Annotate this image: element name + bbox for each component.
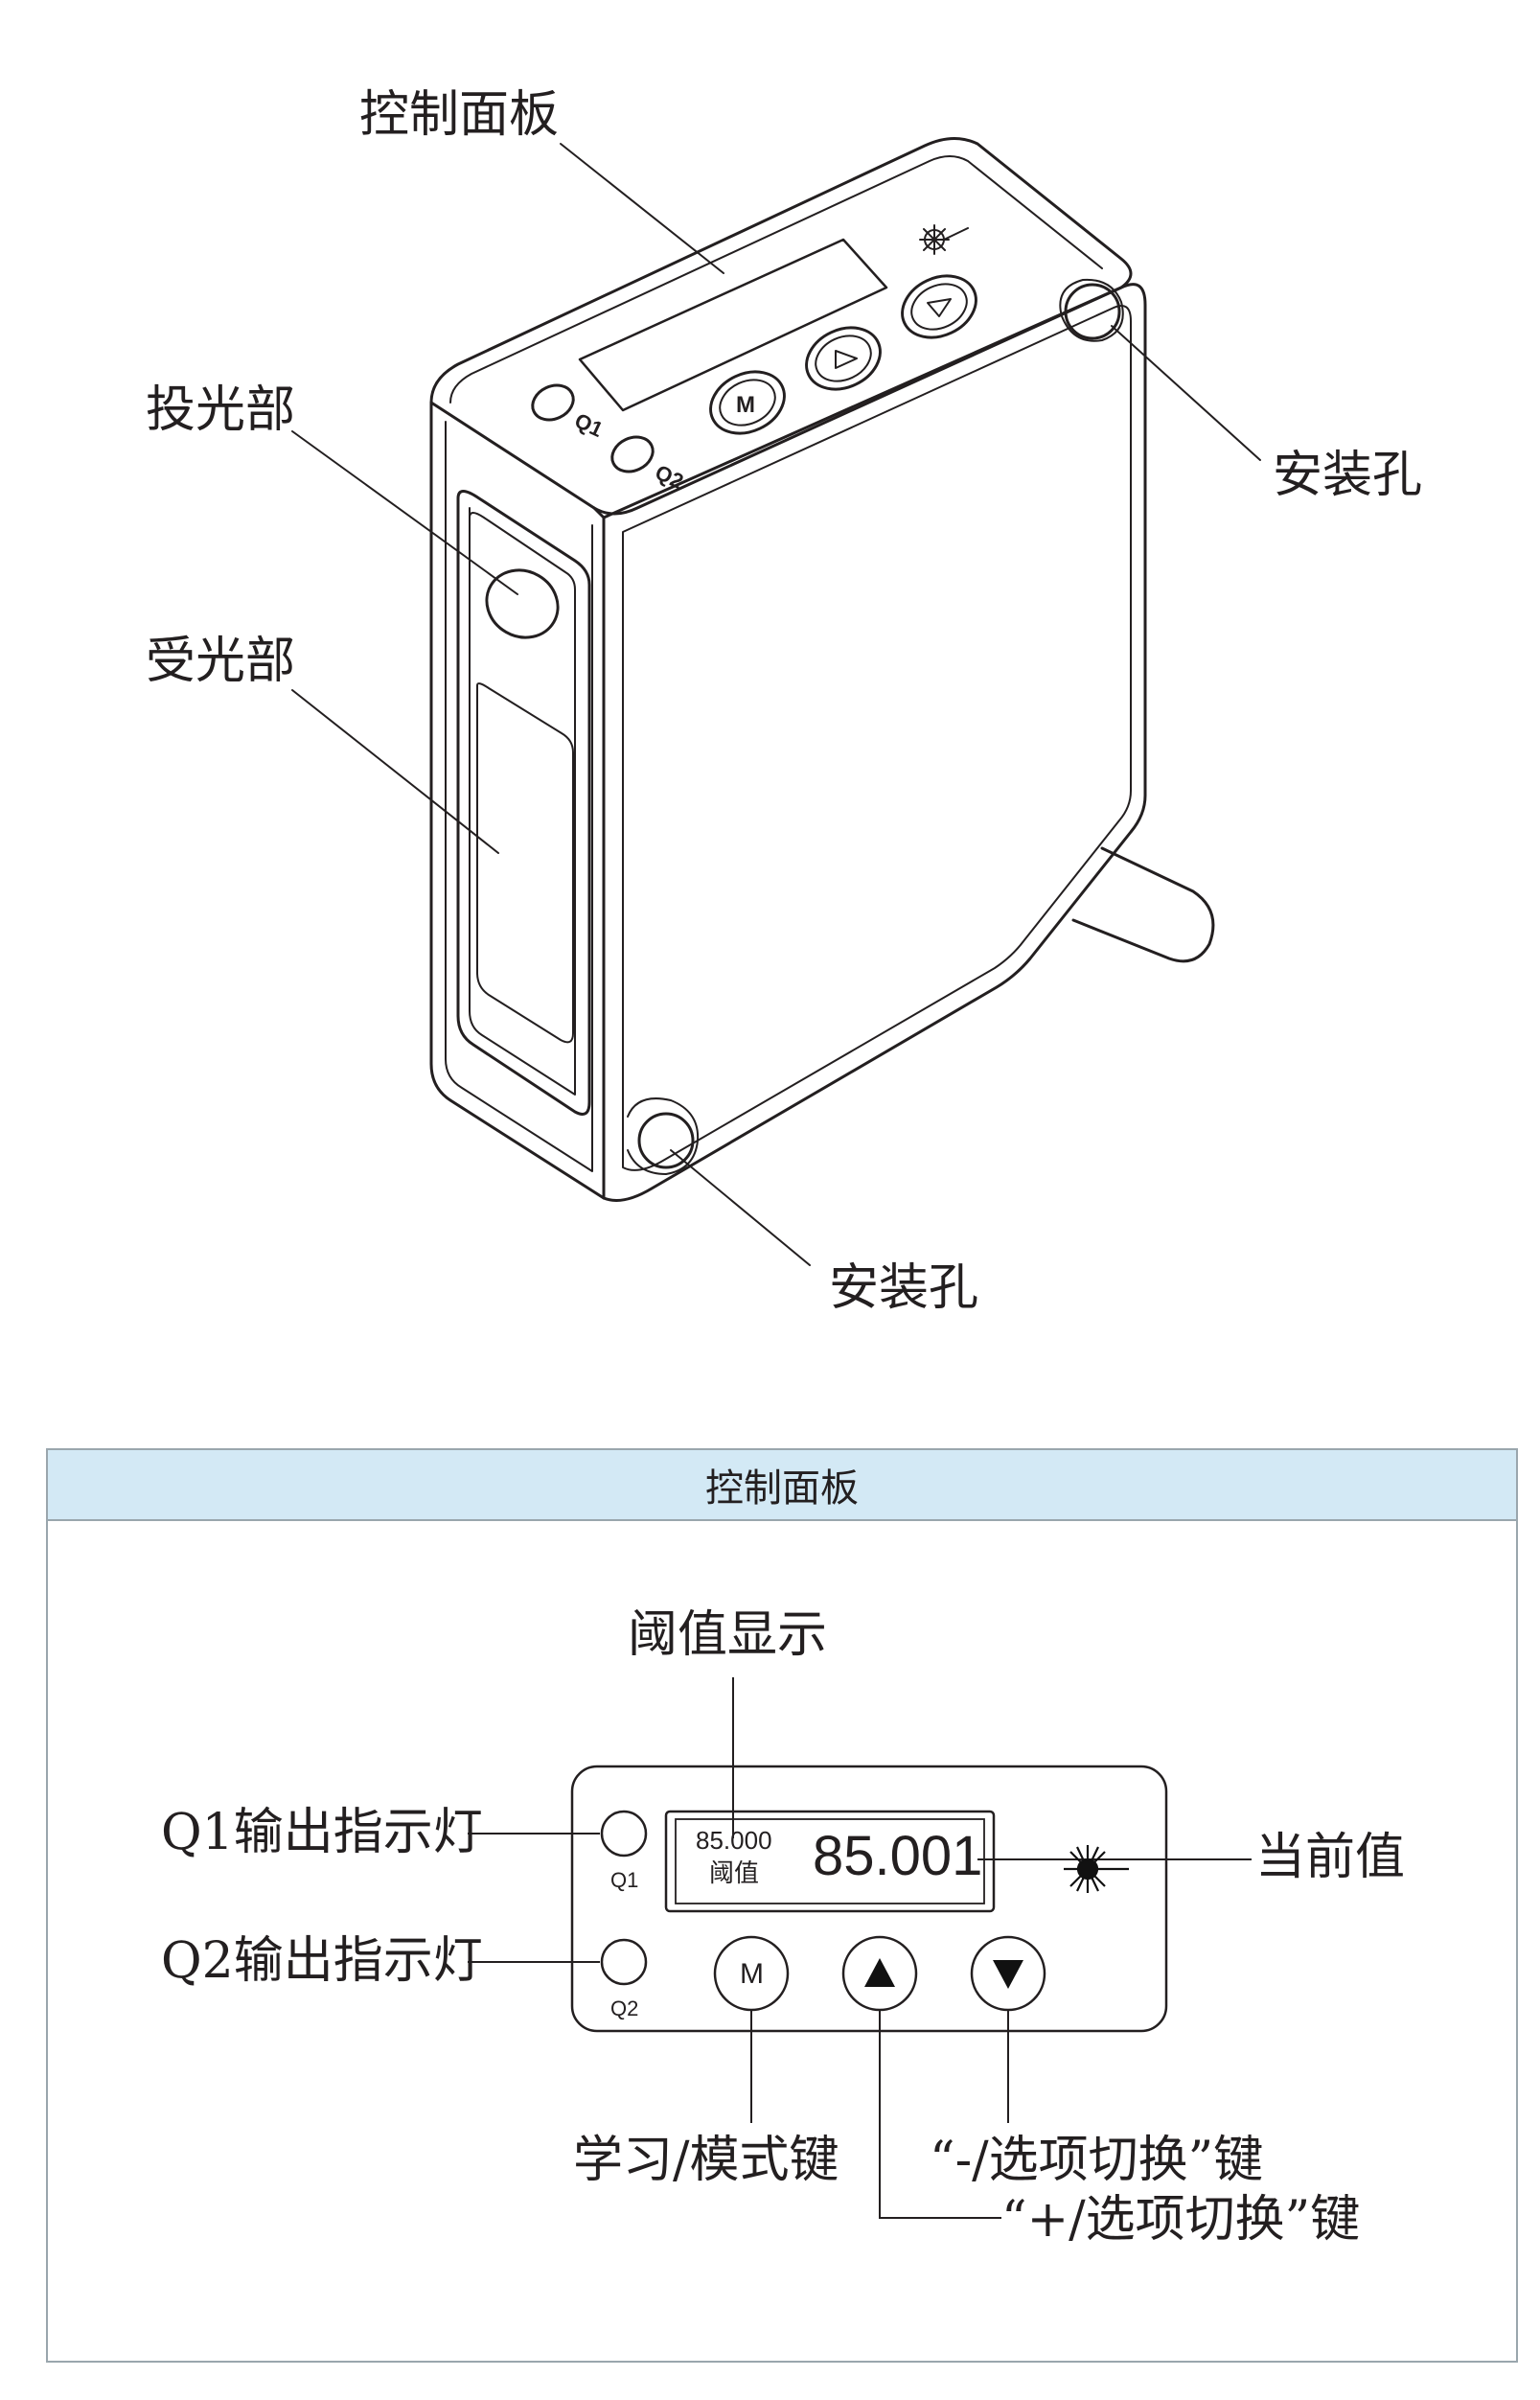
laser-icon-top [919,224,969,255]
device-top-face [429,137,1133,516]
leader-emitter [291,430,518,595]
lcd-screen [664,1810,996,1913]
callout-plus-key: “+/选项切换”键 [1001,2191,1361,2249]
q1-led-top [531,383,575,422]
emitter-window [456,490,591,1116]
threshold-value: 85.000 [696,1826,772,1855]
leader-plus [879,2010,1001,2219]
mount-hole-top [1064,283,1121,340]
q1-led [600,1810,648,1858]
callout-minus-key: “-/选项切换”键 [930,2132,1264,2189]
device-left-face [429,401,606,1200]
leader-control-panel [560,143,724,274]
up-triangle-icon [864,1958,895,1987]
mode-button-label: M [740,1958,764,1990]
m-mark-top: M [736,392,755,418]
panel-body [570,1765,1168,2033]
control-panel-box: 控制面板 [46,1448,1518,2363]
receiver-lens [476,682,574,1044]
device-right-face [602,283,1147,1202]
label-emitter: 投光部 [146,381,296,439]
laser-icon [1064,1845,1129,1893]
label-control-panel: 控制面板 [359,86,560,144]
cable [1071,846,1215,963]
callout-learn-mode-key: 学习/模式键 [573,2132,839,2189]
current-value: 85.001 [813,1825,983,1887]
panel-title: 控制面板 [48,1450,1516,1521]
callout-threshold-display: 阈值显示 [628,1606,828,1664]
label-receiver: 受光部 [146,633,296,690]
leader-receiver [291,689,499,854]
q2-mark: Q2 [610,1996,639,2020]
leader-mount-bottom [670,1149,811,1266]
down-triangle-icon [993,1960,1023,1989]
mount-hole-bottom [637,1112,695,1169]
q1-mark: Q1 [610,1868,639,1892]
mode-button-top [709,370,786,435]
label-mount-hole-top: 安装孔 [1273,447,1423,504]
callout-q2-output: Q2输出指示灯 [161,1932,483,1990]
q2-led [600,1938,648,1986]
threshold-caption: 阈值 [709,1859,760,1888]
label-mount-hole-bottom: 安装孔 [829,1259,979,1317]
emitter-lens [485,568,560,639]
up-button-top [805,326,882,391]
q2-led-top [610,435,655,473]
device-drawing: Q1 Q2 M [291,137,1261,1266]
top-display [578,238,888,412]
down-button-top [901,274,977,339]
leader-mount-top [1111,325,1261,461]
callout-current-value: 当前值 [1255,1829,1406,1886]
callout-q1-output: Q1输出指示灯 [161,1804,483,1861]
